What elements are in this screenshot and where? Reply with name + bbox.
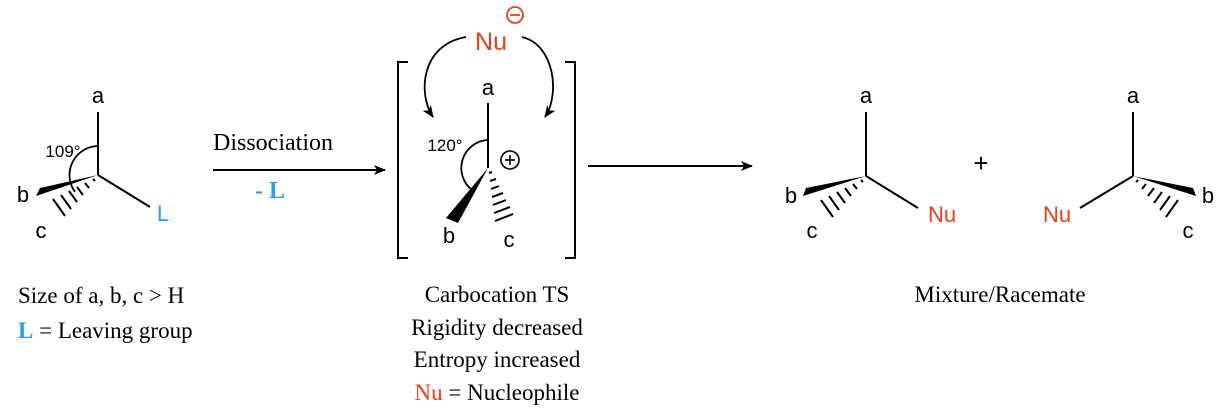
atom-c-ts: c <box>504 227 515 252</box>
atom-b-p1: b <box>785 183 797 208</box>
atom-a-p1: a <box>860 83 873 108</box>
atom-b: b <box>17 182 29 207</box>
bond-L <box>97 174 151 208</box>
nucleophile-legend: Nu = Nucleophile <box>414 380 579 405</box>
size-note: Size of a, b, c > H <box>18 283 184 308</box>
ts-line-2: Rigidity decreased <box>411 315 583 340</box>
nu-symbol: Nu <box>414 380 443 405</box>
minus-L-label: - L <box>255 178 285 204</box>
atom-nu-p1: Nu <box>928 202 956 227</box>
atom-L: L <box>157 201 169 226</box>
leaving-group-legend: L = Leaving group <box>18 318 193 343</box>
atom-a-p2: a <box>1127 83 1140 108</box>
hash-bond-c <box>52 178 96 217</box>
racemate-caption: Mixture/Racemate <box>914 282 1085 307</box>
substrate-molecule: a b c L 109° <box>17 83 169 243</box>
wedge-bond-b-ts <box>446 168 488 223</box>
bond-nu-p1 <box>865 175 919 209</box>
product-2: a b c Nu <box>1043 83 1214 243</box>
wedge-bond-b-p2 <box>1133 176 1196 196</box>
nu-text: = Nucleophile <box>443 380 580 405</box>
atom-c-p2: c <box>1183 218 1194 243</box>
bond-nu-p2 <box>1079 175 1134 209</box>
lg-symbol: L <box>18 318 33 343</box>
wedge-bond-b-p1 <box>803 176 866 196</box>
ts-line-1: Carbocation TS <box>425 282 570 307</box>
product-1: a b c Nu <box>785 83 956 243</box>
lg-text: = Leaving group <box>33 318 192 343</box>
atom-a: a <box>92 83 105 108</box>
atom-c: c <box>36 218 47 243</box>
angle-arc-ts <box>460 139 489 191</box>
hash-bond-c-ts <box>488 171 514 222</box>
angle-arc <box>68 145 99 193</box>
plus-sign: + <box>973 148 988 178</box>
dissociation-arrow: Dissociation - L <box>213 130 386 204</box>
plus-charge-icon <box>500 150 520 170</box>
nucleophile-label: Nu <box>475 28 507 56</box>
attack-arrow-right <box>521 36 556 118</box>
carbocation-ts: Nu a b c 120° <box>397 6 576 259</box>
right-bracket <box>565 61 576 259</box>
left-bracket <box>397 61 408 259</box>
atom-b-ts: b <box>443 223 455 248</box>
atom-nu-p2: Nu <box>1043 202 1071 227</box>
minus-charge-icon <box>506 6 524 24</box>
wedge-bond-b <box>36 175 98 196</box>
atom-a-ts: a <box>482 75 495 100</box>
dissociation-label: Dissociation <box>213 130 333 156</box>
angle-label: 109° <box>45 142 80 161</box>
ts-description: Carbocation TS Rigidity decreased Entrop… <box>411 282 583 405</box>
atom-c-p1: c <box>807 218 818 243</box>
ts-line-3: Entropy increased <box>414 347 581 372</box>
attack-arrow-left <box>422 36 467 118</box>
atom-b-p2: b <box>1202 183 1214 208</box>
hash-bond-c-p2 <box>1135 179 1179 218</box>
angle-label-ts: 120° <box>427 136 462 155</box>
hash-bond-c-p1 <box>820 179 864 218</box>
